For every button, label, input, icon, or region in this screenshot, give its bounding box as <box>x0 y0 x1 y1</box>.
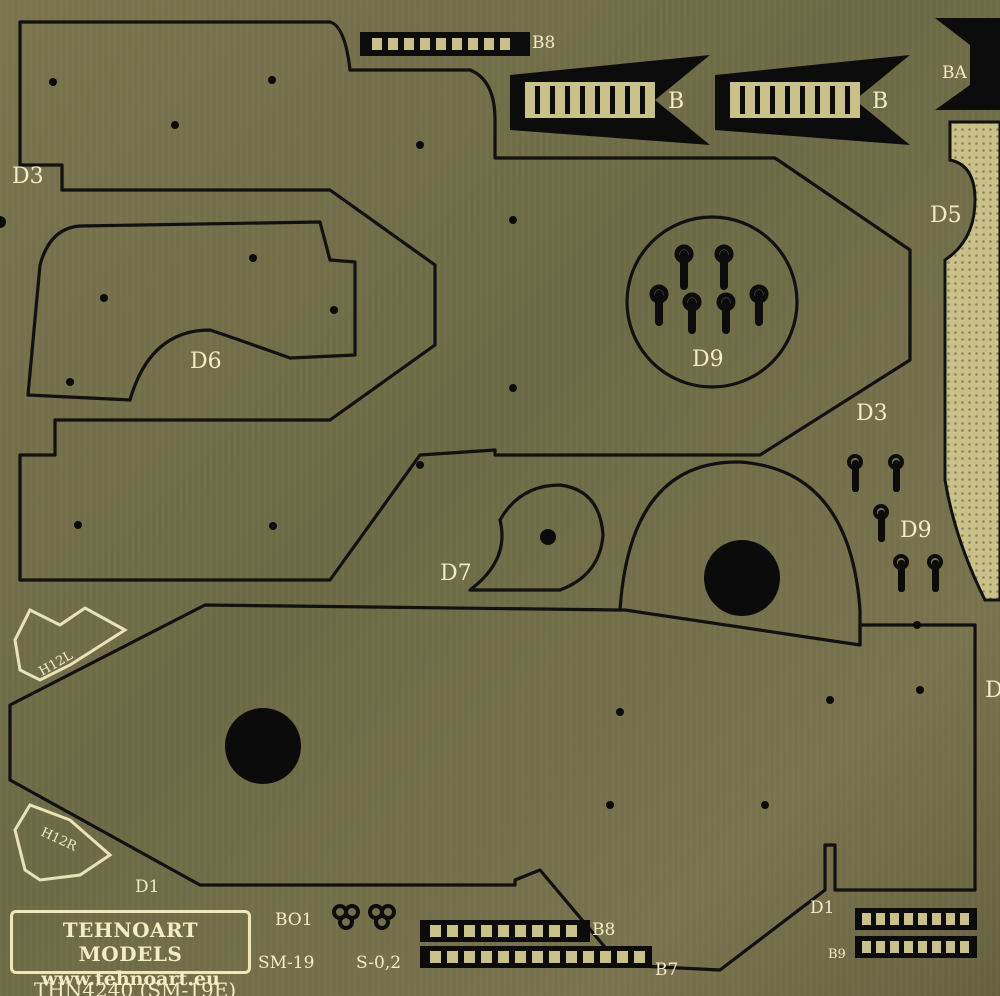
label-b8-bottom: B8 <box>592 920 615 940</box>
part-h12l <box>13 606 128 682</box>
sheet-model-mark: SM-19 <box>258 953 314 973</box>
part-h12r <box>13 803 113 882</box>
label-d3-right: D3 <box>856 401 888 426</box>
label-d1-left: D1 <box>135 877 159 897</box>
d9-hooks <box>649 244 769 334</box>
part-d3-outline <box>18 20 912 582</box>
label-b7: B7 <box>655 960 678 980</box>
label-b-left: B <box>668 89 684 114</box>
label-ba: BA <box>942 63 967 83</box>
part-b7-ladder <box>420 946 652 968</box>
label-d-edge: D <box>985 678 1000 703</box>
label-d1-right: D1 <box>810 898 834 918</box>
label-d3-top: D3 <box>12 164 44 189</box>
part-bo1 <box>332 904 396 930</box>
part-ba <box>935 18 1000 110</box>
label-d6: D6 <box>190 349 222 374</box>
label-b9: B9 <box>828 947 846 962</box>
small-holes <box>0 76 924 809</box>
d9-side-hooks <box>847 454 943 592</box>
part-d6-outline <box>26 220 357 402</box>
part-d1-outline <box>8 603 977 972</box>
part-d9-circle <box>625 215 799 389</box>
label-bo1: BO1 <box>275 910 313 930</box>
label-d9-circle: D9 <box>692 347 724 372</box>
part-arch-outline <box>618 460 862 645</box>
part-b-left <box>510 55 710 145</box>
d1-hole <box>225 708 301 784</box>
manufacturer-name: TEHNOART MODELS <box>62 918 199 966</box>
product-code: THN4240 (SM-19E) <box>34 978 237 996</box>
part-b8-top-ladder <box>360 32 530 56</box>
label-d5: D5 <box>930 203 962 228</box>
part-b9-ladder <box>855 908 977 958</box>
d7-hole <box>540 529 556 545</box>
manufacturer-website: www.tehnoart.eu <box>41 968 220 990</box>
part-d7-outline <box>468 483 605 592</box>
label-b8-top: B8 <box>532 33 555 53</box>
part-b-right <box>715 55 910 145</box>
part-b8-bottom-ladder <box>420 920 590 942</box>
label-d9-side: D9 <box>900 518 932 543</box>
manufacturer-logo-box: TEHNOART MODELS www.tehnoart.eu <box>10 910 251 990</box>
sheet-thickness-mark: S-0,2 <box>356 953 401 973</box>
label-d7: D7 <box>440 561 472 586</box>
label-b-right: B <box>872 89 888 114</box>
part-d5-strip <box>943 120 1000 602</box>
arch-hole <box>704 540 780 616</box>
